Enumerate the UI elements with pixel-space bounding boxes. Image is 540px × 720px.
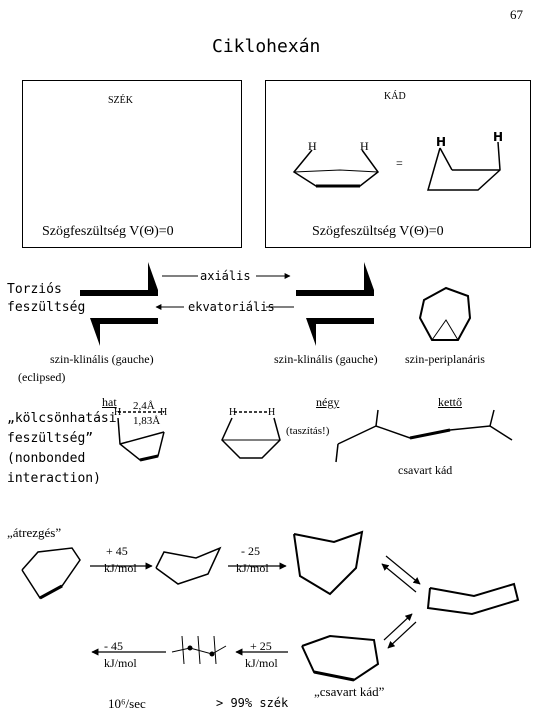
energy-minus-25: - 25 — [241, 544, 260, 558]
boat-h-left: H — [436, 135, 447, 149]
taszitas-label: (taszítás!) — [286, 425, 330, 437]
flip-chair-start — [21, 547, 81, 600]
boat-h-right: H — [493, 130, 504, 144]
boat-flagpole-h — [221, 411, 281, 459]
twist-boat-sketch — [335, 409, 513, 463]
chair-structure — [292, 149, 380, 188]
periplanar-label: szin-periplanáris — [405, 352, 485, 366]
chair-box — [22, 80, 242, 248]
hat-label: hat — [102, 395, 117, 409]
equatorial-label: ekvatoriális — [188, 300, 275, 314]
chair-label: SZÉK — [108, 95, 133, 106]
page-title: Ciklohexán — [212, 36, 321, 57]
flip-twist-boat — [293, 530, 364, 596]
nonbonded-line-1: „kölcsönhatási — [7, 411, 117, 426]
h-atom-left-2: H — [229, 407, 237, 418]
boat-strain-text: Szögfeszültség V(Θ)=0 — [312, 224, 444, 239]
eclipsed-label: (eclipsed) — [18, 370, 66, 384]
energy-unit-1: kJ/mol — [104, 561, 137, 575]
chair-h-right: H — [360, 139, 369, 153]
axial-label: axiális — [200, 269, 251, 283]
ring-perspective — [418, 286, 472, 341]
energy-unit-2: kJ/mol — [236, 561, 269, 575]
nonbonded-line-4: interaction) — [7, 471, 101, 486]
energy-unit-4: kJ/mol — [245, 656, 278, 670]
flip-heading: „átrezgés” — [7, 525, 62, 540]
flip-twist-boat-2 — [301, 634, 380, 682]
chair-strain-text: Szögfeszültség V(Θ)=0 — [42, 224, 174, 239]
flip-rate: 10⁶/sec — [108, 696, 146, 711]
flip-half-chair — [155, 546, 222, 585]
equilibrium-arrow-right — [296, 262, 374, 346]
csavart-kad-quoted: „csavart kád” — [314, 684, 385, 699]
energy-unit-3: kJ/mol — [104, 656, 137, 670]
nonbonded-line-2: feszültség” — [7, 431, 94, 446]
equals-sign: = — [396, 156, 403, 170]
chair-percentage: > 99% szék — [216, 696, 289, 710]
equilibrium-arrow-left — [80, 262, 158, 346]
boat-structure — [427, 141, 501, 191]
page-number: 67 — [510, 7, 523, 22]
boat-box — [265, 80, 531, 248]
energy-minus-45: - 45 — [104, 639, 123, 653]
torsion-heading-2: feszültség — [7, 300, 86, 315]
flip-sketch-mid — [171, 635, 227, 665]
h-atom-right-2: H — [268, 407, 276, 418]
csavart-kad-label: csavart kád — [398, 463, 453, 477]
boat-label: KÁD — [384, 91, 406, 102]
h-atom-left: H — [114, 407, 122, 418]
distance-1-83: 1,83Å — [133, 415, 161, 427]
energy-plus-45: + 45 — [106, 544, 128, 558]
flip-boat — [426, 582, 520, 616]
negy-label: négy — [316, 395, 340, 409]
nonbonded-line-3: (nonbonded — [7, 451, 86, 466]
chair-h-left: H — [308, 139, 317, 153]
chair-axial-h — [117, 411, 165, 462]
distance-2-4: 2,4Å — [133, 400, 155, 412]
gauche-left-label: szin-klinális (gauche) — [50, 352, 154, 366]
torsion-heading-1: Torziós — [7, 282, 62, 297]
gauche-right-label: szin-klinális (gauche) — [274, 352, 378, 366]
energy-plus-25: + 25 — [250, 639, 272, 653]
ketto-label: kettő — [438, 395, 462, 409]
